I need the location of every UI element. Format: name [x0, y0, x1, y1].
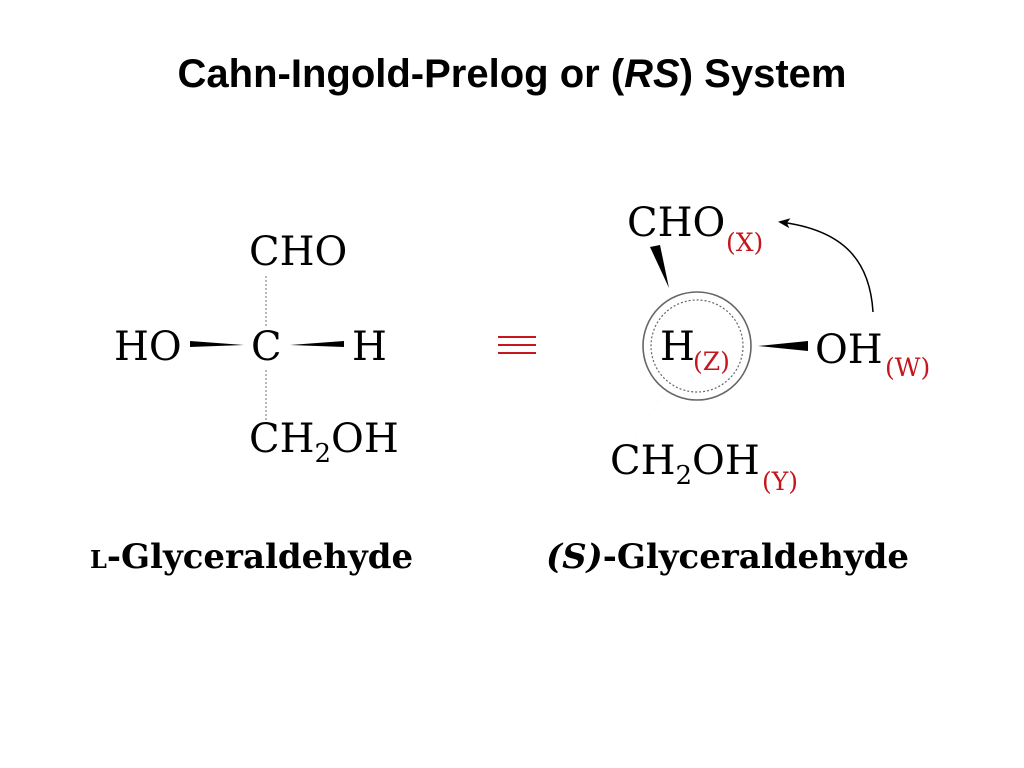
fischer-top-group: CHO	[249, 229, 347, 275]
proj-bottom-label: (Y)	[762, 467, 798, 496]
fischer-name-rest: -Glyceraldehyde	[107, 537, 413, 577]
fischer-left-group: HO	[114, 324, 182, 370]
top-wedge	[650, 245, 669, 288]
proj-center-label: (Z)	[693, 347, 730, 376]
title-main: Cahn-Ingold-Prelog or (	[177, 52, 625, 96]
proj-center-atom: H	[660, 324, 695, 370]
title-end: ) System	[679, 52, 847, 96]
bottom-wedge	[634, 392, 666, 435]
fischer-bottom-group: CH2OH	[249, 416, 399, 469]
outer-circle	[642, 291, 752, 401]
proj-bottom-b: OH	[692, 438, 760, 484]
fischer-right-group: H	[352, 324, 387, 370]
proj-bottom-sub: 2	[676, 461, 693, 491]
slide-title: Cahn-Ingold-Prelog or (RS) System	[0, 52, 1024, 97]
proj-right-label: (W)	[885, 353, 930, 382]
fischer-name-prefix: L	[90, 545, 107, 574]
equivalence-symbol: ≡	[498, 336, 536, 354]
fischer-bottom-a: CH	[249, 416, 315, 462]
priority-projection: CHO (X) H (Z) OH (W) CH2OH (Y) (S)-Glyce…	[546, 200, 930, 577]
proj-top-label: (X)	[726, 228, 763, 257]
proj-bottom-a: CH	[610, 438, 676, 484]
proj-top-group: CHO	[627, 200, 725, 246]
fischer-name: L-Glyceraldehyde	[90, 537, 413, 577]
fischer-projection: CHO HO C H CH2OH L-Glyceraldehyde	[90, 229, 413, 577]
proj-bottom-group: CH2OH	[610, 438, 760, 491]
proj-name-prefix: (S)	[546, 537, 603, 577]
right-wedge	[758, 341, 808, 351]
fischer-bottom-b: OH	[331, 416, 399, 462]
proj-name: (S)-Glyceraldehyde	[546, 537, 909, 577]
fischer-left-wedge	[190, 341, 244, 347]
title-italic: RS	[624, 52, 680, 96]
rotation-arrow	[778, 218, 874, 313]
fischer-bottom-sub: 2	[315, 439, 332, 469]
inner-circle	[650, 299, 744, 393]
fischer-right-wedge	[290, 341, 344, 347]
fischer-center-atom: C	[251, 324, 282, 370]
proj-name-rest: -Glyceraldehyde	[603, 537, 909, 577]
proj-right-group: OH	[815, 327, 883, 373]
